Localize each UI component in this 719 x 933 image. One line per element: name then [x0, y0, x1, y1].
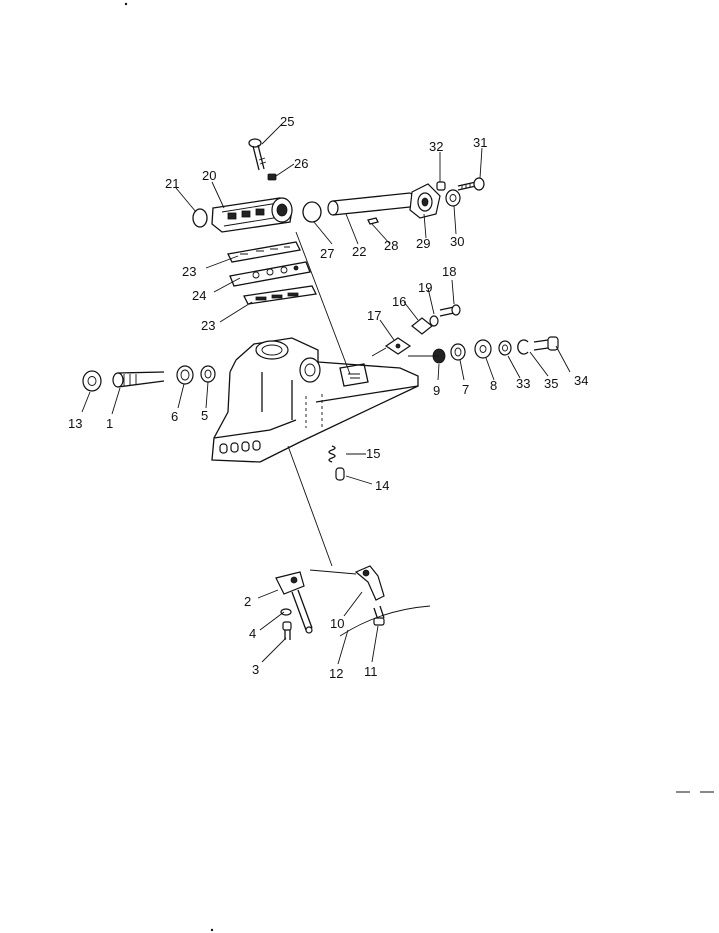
callout-7: 7 — [462, 382, 469, 397]
callout-35: 35 — [544, 376, 558, 391]
callout-labels: 1 2 3 4 5 6 7 8 9 10 11 12 13 14 15 16 1… — [68, 114, 588, 681]
part-29-flange — [409, 183, 441, 219]
callout-26: 26 — [294, 156, 308, 171]
callout-1: 1 — [106, 416, 113, 431]
part-24-plate — [229, 261, 311, 287]
part-32-nut — [436, 181, 446, 191]
callout-11: 11 — [364, 664, 378, 679]
callout-23-upper: 23 — [182, 264, 196, 279]
callout-32: 32 — [429, 139, 443, 154]
part-35-snap-ring — [517, 339, 529, 355]
callout-22: 22 — [352, 244, 366, 259]
left-shaft-group — [82, 365, 216, 392]
callout-10: 10 — [330, 616, 344, 631]
callout-9: 9 — [433, 383, 440, 398]
callout-24: 24 — [192, 288, 206, 303]
main-housing — [211, 337, 419, 463]
part-13-washer — [82, 370, 102, 392]
shaft-flange-group — [327, 177, 485, 225]
callout-33: 33 — [516, 376, 530, 391]
callout-21: 21 — [165, 176, 179, 191]
callout-15: 15 — [366, 446, 380, 461]
callout-31: 31 — [473, 135, 487, 150]
part-20-cover — [211, 197, 293, 233]
callout-27: 27 — [320, 246, 334, 261]
part-5-seal — [200, 365, 216, 383]
part-33-washer — [498, 340, 512, 356]
part-7-bearing — [450, 343, 466, 361]
part-2-lever — [275, 571, 313, 634]
callout-34: 34 — [574, 373, 588, 388]
callout-23-lower: 23 — [201, 318, 215, 333]
part-34-bolt — [533, 336, 559, 351]
part-25-bolt — [248, 138, 267, 171]
part-1-shaft — [112, 371, 165, 388]
callout-5: 5 — [201, 408, 208, 423]
callout-18: 18 — [442, 264, 456, 279]
part-26-screw — [267, 173, 277, 181]
callout-8: 8 — [490, 378, 497, 393]
part-23-gasket-lower — [243, 285, 317, 305]
part-30-washer — [445, 189, 461, 207]
part-8-washer — [474, 339, 492, 359]
part-18-bolt — [439, 304, 461, 317]
callout-14: 14 — [375, 478, 389, 493]
part-11-bolt — [373, 605, 385, 626]
part-27-oring — [302, 201, 322, 223]
housing-front-holes — [219, 440, 261, 454]
part-16-plate — [411, 317, 433, 335]
callout-29: 29 — [416, 236, 430, 251]
callout-13: 13 — [68, 416, 82, 431]
callout-28: 28 — [384, 238, 398, 253]
part-22-shaft — [327, 192, 416, 216]
part-19-washer — [429, 315, 439, 327]
right-side-group — [384, 304, 559, 364]
callout-17: 17 — [367, 308, 381, 323]
part-21-oring — [192, 208, 208, 228]
scan-marks — [124, 2, 714, 932]
leader-lines — [81, 123, 571, 665]
callout-30: 30 — [450, 234, 464, 249]
lower-lever-group — [275, 565, 431, 640]
callout-2: 2 — [244, 594, 251, 609]
part-17-plate — [384, 337, 412, 355]
part-28-key — [367, 217, 379, 225]
callout-12: 12 — [329, 666, 343, 681]
callout-6: 6 — [171, 409, 178, 424]
part-31-bolt — [457, 177, 485, 191]
part-6-bearing — [176, 365, 194, 385]
callout-19: 19 — [418, 280, 432, 295]
part-12-curve — [339, 605, 431, 637]
callout-25: 25 — [280, 114, 294, 129]
part-14-plug — [335, 467, 345, 481]
part-15-spring — [328, 445, 336, 463]
valve-cover-group — [192, 138, 322, 305]
callout-3: 3 — [252, 662, 259, 677]
callout-4: 4 — [249, 626, 256, 641]
part-23-gasket-upper — [227, 241, 301, 263]
callout-20: 20 — [202, 168, 216, 183]
part-10-lever — [354, 565, 385, 601]
callout-16: 16 — [392, 294, 406, 309]
part-4-washer — [280, 608, 292, 616]
part-3-bolt — [282, 621, 292, 640]
